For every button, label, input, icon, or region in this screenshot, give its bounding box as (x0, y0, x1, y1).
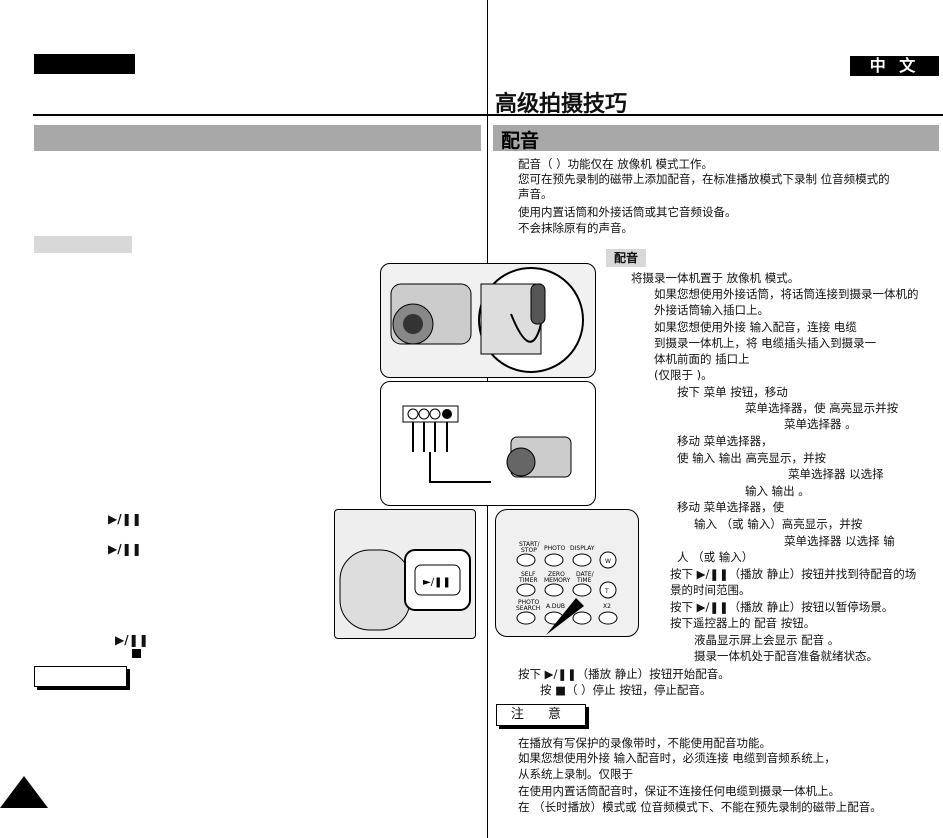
intro-line-5: 不会抹除原有的声音。 (518, 221, 633, 235)
intro-line-1: 配音（ ）功能仅在 放像机 模式工作。 (518, 157, 713, 171)
intro-line-4: 使用内置话筒和外接话筒或其它音频设备。 (518, 205, 737, 219)
left-stop-square (132, 649, 141, 658)
svg-text:SEARCH: SEARCH (516, 605, 540, 612)
title-rule (33, 114, 943, 116)
step-line-17: 菜单选择器 以选择 输 (784, 534, 895, 548)
step-line-11: 移动 菜单选择器， (677, 434, 773, 448)
step-line-9: 菜单选择器，使 高亮显示并按 (745, 401, 899, 415)
note-label: 注 意 (496, 704, 586, 726)
left-section-bar (34, 125, 481, 151)
svg-text:MEMORY: MEMORY (544, 577, 571, 584)
left-play-pause-3: ▶/❚❚ (115, 633, 149, 647)
svg-text:X2: X2 (603, 603, 611, 610)
step-line-5: 到摄录一体机上，将 电缆插头插入到摄录一 (654, 336, 877, 350)
svg-text:W: W (605, 558, 611, 565)
note-line-1: 在播放有写保护的录像带时，不能使用配音功能。 (518, 736, 771, 750)
section-title: 配音 (501, 130, 540, 152)
svg-text:T: T (604, 588, 609, 595)
step-line-12: 使 输入 输出 高亮显示，并按 (677, 451, 826, 465)
step-line-3: 外接话筒输入插口上。 (654, 303, 769, 317)
step-line-8: 按下 菜单 按钮，移动 (677, 385, 788, 399)
left-play-pause-2: ▶/❚❚ (108, 542, 142, 556)
step-line-4: 如果您想使用外接 输入配音，连接 电缆 (654, 320, 857, 334)
note-line-3: 从系统上录制。仅限于 (518, 767, 633, 781)
page-corner-triangle (0, 776, 48, 808)
step-line-16: 输入 （或 输入）高亮显示，并按 (694, 517, 863, 531)
svg-text:A.DUB: A.DUB (546, 603, 565, 610)
note-line-2: 如果您想使用外接 输入配音时，必须连接 电缆到音频系统上， (518, 751, 836, 765)
step-line-15: 移动 菜单选择器，使 (677, 500, 785, 514)
svg-text:DISPLAY: DISPLAY (570, 545, 595, 552)
step-line-24: 摄录一体机处于配音准备就绪状态。 (694, 649, 878, 663)
svg-text:TIME: TIME (576, 577, 592, 584)
left-play-pause-1: ▶/❚❚ (108, 512, 142, 526)
language-label: 中 文 (850, 56, 939, 76)
left-sub-label (34, 236, 132, 253)
left-header-bar (34, 54, 135, 74)
camcorder-panel-illustration: ►/❚❚ (334, 509, 476, 639)
svg-text:PHOTO: PHOTO (544, 545, 566, 552)
av-cable-illustration (380, 381, 596, 506)
page-title: 高级拍摄技巧 (495, 92, 628, 117)
svg-text:PHOTO: PHOTO (518, 599, 540, 606)
step-line-19: 按下 ▶/❚❚（播放 静止）按钮并找到待配音的场 (670, 567, 917, 581)
section-header: 配音 (493, 125, 939, 152)
final-step-2: 按 ■（ ）停止 按钮，停止配音。 (540, 683, 712, 697)
step-line-21: 按下 ▶/❚❚（播放 静止）按钮以暂停场景。 (670, 600, 894, 614)
svg-text:START/: START/ (519, 541, 541, 548)
step-line-22: 按下遥控器上的 配音 按钮。 (670, 616, 816, 630)
intro-line-3: 声音。 (518, 187, 553, 201)
svg-text:DATE/: DATE/ (576, 571, 595, 578)
svg-text:TIMER: TIMER (518, 577, 538, 584)
intro-line-2: 您可在预先录制的磁带上添加配音，在标准播放模式下录制 位音频模式的 (518, 172, 890, 186)
svg-text:►/❚❚: ►/❚❚ (423, 577, 451, 588)
step-line-18: 人 （或 输入） (677, 550, 754, 564)
step-line-7: (仅限于 )。 (654, 368, 713, 382)
svg-text:ZERO: ZERO (548, 571, 565, 578)
note-line-4: 在使用内置话筒配音时，保证不连接任何电缆到摄录一体机上。 (518, 784, 840, 798)
note-line-5: 在 （长时播放）模式或 位音频模式下、不能在预先录制的磁带上配音。 (518, 800, 882, 814)
step-line-13: 菜单选择器 以选择 (788, 467, 884, 481)
step-line-1: 将摄录一体机置于 放像机 模式。 (631, 271, 800, 285)
step-line-20: 景的时间范围。 (670, 583, 751, 597)
step-line-2: 如果您想使用外接话筒，将话筒连接到摄录一体机的 (654, 287, 919, 301)
step-line-23: 液晶显示屏上会显示 配音 。 (694, 633, 840, 647)
final-step-1: 按下 ▶/❚❚（播放 静止）按钮开始配音。 (518, 667, 730, 681)
step-line-10: 菜单选择器 。 (784, 417, 857, 431)
step-line-6: 体机前面的 插口上 (654, 352, 750, 366)
svg-text:STOP: STOP (521, 547, 537, 554)
camcorder-mic-illustration (380, 263, 596, 378)
sub-label: 配音 (606, 249, 646, 267)
left-note-box (34, 666, 127, 687)
svg-text:SELF: SELF (521, 571, 536, 578)
step-line-14: 输入 输出 。 (745, 484, 810, 498)
